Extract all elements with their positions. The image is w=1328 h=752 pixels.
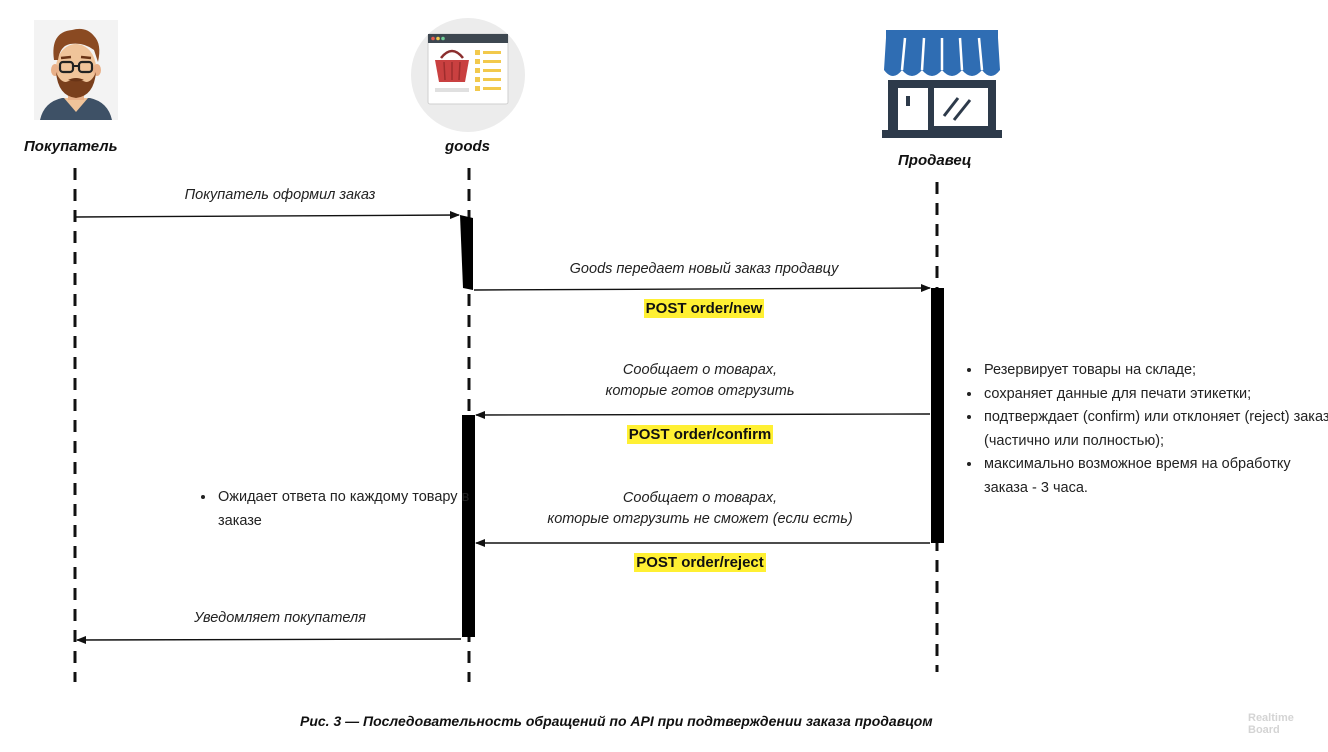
figure-caption: Рис. 3 — Последовательность обращений по… bbox=[300, 713, 933, 729]
buyer-avatar-icon bbox=[34, 20, 118, 120]
message-notify-buyer: Уведомляет покупателя bbox=[194, 610, 366, 626]
actor-buyer-label: Покупатель bbox=[24, 138, 118, 155]
activation-seller bbox=[931, 288, 944, 543]
activation-goods-2 bbox=[462, 415, 475, 637]
storefront-icon bbox=[882, 30, 1002, 138]
message-reject-line-2: которые отгрузить не сможет (если есть) bbox=[547, 511, 853, 527]
watermark-line-1: Realtime bbox=[1248, 712, 1294, 724]
seller-note-item: максимально возможное время на обработку… bbox=[982, 453, 1328, 500]
api-post-order-confirm: POST order/confirm bbox=[626, 425, 774, 444]
watermark-line-2: Board bbox=[1248, 724, 1280, 736]
seller-note-item: сохраняет данные для печати этикетки; bbox=[982, 383, 1328, 407]
activation-goods-1 bbox=[460, 215, 473, 290]
arrow-buyer-to-goods bbox=[75, 211, 460, 220]
seller-notes: Резервирует товары на складе; сохраняет … bbox=[964, 359, 1328, 500]
arrow-seller-to-goods-confirm bbox=[475, 410, 931, 419]
realtimeboard-watermark: Realtime Board bbox=[1248, 712, 1294, 736]
api-post-order-new: POST order/new bbox=[643, 299, 765, 318]
actor-goods-label: goods bbox=[445, 138, 490, 155]
message-reject: Сообщает о товарах, которые отгрузить не… bbox=[500, 488, 900, 530]
arrow-goods-to-buyer bbox=[76, 635, 462, 644]
seller-note-item: подтверждает (confirm) или отклоняет (re… bbox=[982, 406, 1328, 453]
goods-note: Ожидает ответа по каждому товару в заказ… bbox=[198, 486, 476, 533]
goods-note-item: Ожидает ответа по каждому товару в заказ… bbox=[216, 486, 476, 533]
actor-seller-label: Продавец bbox=[898, 152, 972, 169]
seller-note-item: Резервирует товары на складе; bbox=[982, 359, 1328, 383]
shop-window-basket-icon bbox=[411, 18, 525, 132]
api-post-order-reject: POST order/reject bbox=[634, 553, 766, 572]
message-confirm-line-1: Сообщает о товарах, bbox=[622, 362, 778, 378]
message-order-created: Покупатель оформил заказ bbox=[184, 187, 376, 203]
message-confirm-line-2: которые готов отгрузить bbox=[605, 383, 795, 399]
message-new-order: Goods передает новый заказ продавцу bbox=[569, 261, 839, 277]
arrow-goods-to-seller-new bbox=[473, 284, 931, 293]
message-reject-line-1: Сообщает о товарах, bbox=[622, 490, 778, 506]
message-confirm: Сообщает о товарах, которые готов отгруз… bbox=[500, 360, 900, 402]
